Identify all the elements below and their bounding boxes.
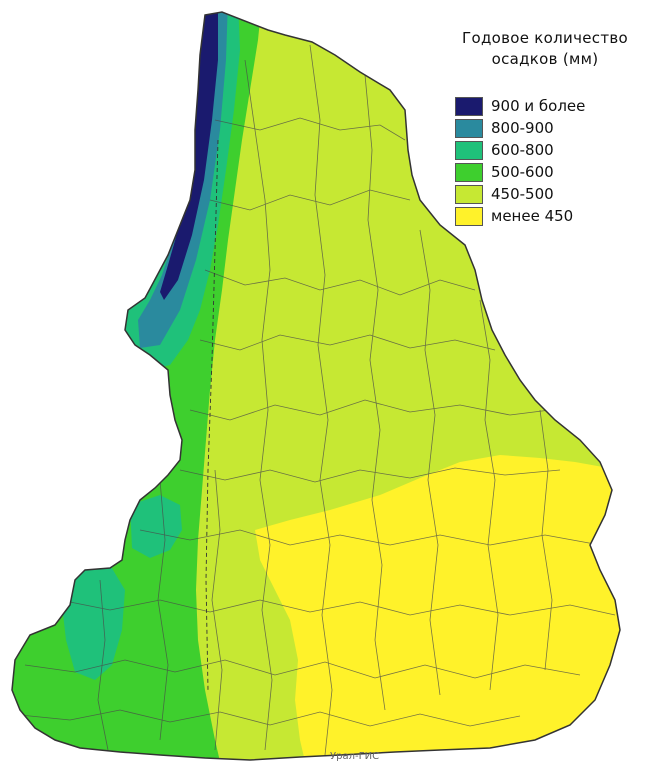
legend-swatch [455, 96, 483, 116]
legend-swatch [455, 118, 483, 138]
region-border [11, 11, 621, 761]
legend-swatch [455, 140, 483, 160]
legend-label: 800-900 [491, 119, 554, 137]
zone-600-800-south [130, 495, 182, 558]
zone-600-800-southwest [62, 565, 125, 680]
legend-title: Годовое количество осадков (мм) [440, 28, 650, 70]
legend-item: менее 450 [455, 205, 585, 227]
legend-swatch [455, 162, 483, 182]
district-boundaries [19, 44, 616, 756]
legend-label: 500-600 [491, 163, 554, 181]
legend-title-line1: Годовое количество [462, 29, 628, 47]
legend-title-line2: осадков (мм) [491, 50, 599, 68]
legend-item: 800-900 [455, 117, 585, 139]
legend-label: 900 и более [491, 97, 586, 115]
legend-item: 450-500 [455, 183, 585, 205]
zone-900-plus [160, 12, 218, 300]
legend-label: 600-800 [491, 141, 554, 159]
legend-swatch [455, 184, 483, 204]
legend-label: менее 450 [491, 207, 574, 225]
legend-item: 500-600 [455, 161, 585, 183]
legend-swatch [455, 206, 483, 226]
zone-divider-line [205, 139, 219, 691]
legend-item: 600-800 [455, 139, 585, 161]
legend: 900 и более 800-900 600-800 500-600 450-… [455, 95, 585, 227]
legend-label: 450-500 [491, 185, 554, 203]
legend-item: 900 и более [455, 95, 585, 117]
map-credit: Урал-ГИС [330, 751, 380, 762]
